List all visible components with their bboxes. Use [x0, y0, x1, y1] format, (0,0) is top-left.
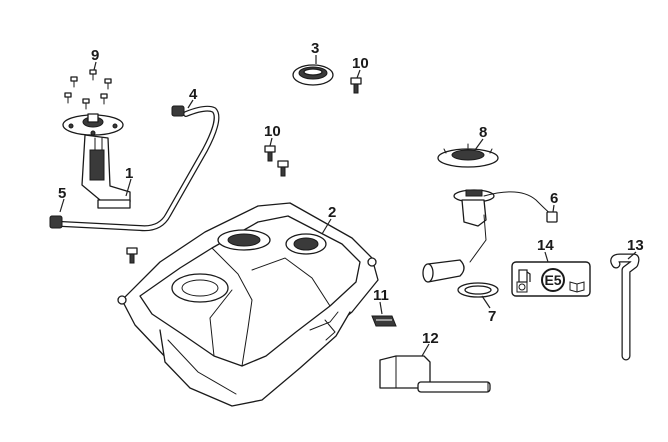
no-pump-icon	[516, 281, 528, 293]
callout-13: 13	[627, 237, 644, 254]
fuel-pump-assembly	[62, 113, 131, 209]
bolts	[126, 77, 362, 264]
sender-gasket	[457, 282, 499, 298]
callout-10-middle: 10	[264, 123, 281, 140]
fuel-hose	[49, 105, 220, 232]
callout-6: 6	[550, 190, 558, 207]
fuel-tank	[117, 202, 379, 407]
fuel-type-label: E5	[511, 261, 591, 297]
breather-tube	[610, 253, 640, 361]
callout-10-top: 10	[352, 55, 369, 72]
callout-2: 2	[328, 204, 336, 221]
callout-4: 4	[189, 86, 198, 103]
callout-11: 11	[373, 287, 389, 304]
callout-numbers: 1 2 3 4 5 6 7 8 9 10 10 11 12 13 14	[58, 40, 644, 347]
fuel-label-text: E5	[544, 272, 561, 288]
fuel-level-sender	[422, 189, 558, 283]
grommet	[292, 64, 334, 86]
callout-3: 3	[311, 40, 319, 57]
callout-9: 9	[91, 47, 99, 64]
leader-lines	[59, 55, 637, 357]
callout-5: 5	[58, 185, 66, 202]
lock-ring	[437, 143, 499, 168]
callout-7: 7	[488, 308, 496, 325]
callout-8: 8	[479, 124, 487, 141]
breather-bracket	[379, 355, 491, 393]
callout-1: 1	[125, 165, 133, 182]
callout-12: 12	[422, 330, 439, 347]
pump-screws	[64, 69, 112, 110]
manual-book-icon	[569, 281, 585, 293]
callout-14: 14	[537, 237, 554, 254]
clip	[371, 315, 397, 327]
